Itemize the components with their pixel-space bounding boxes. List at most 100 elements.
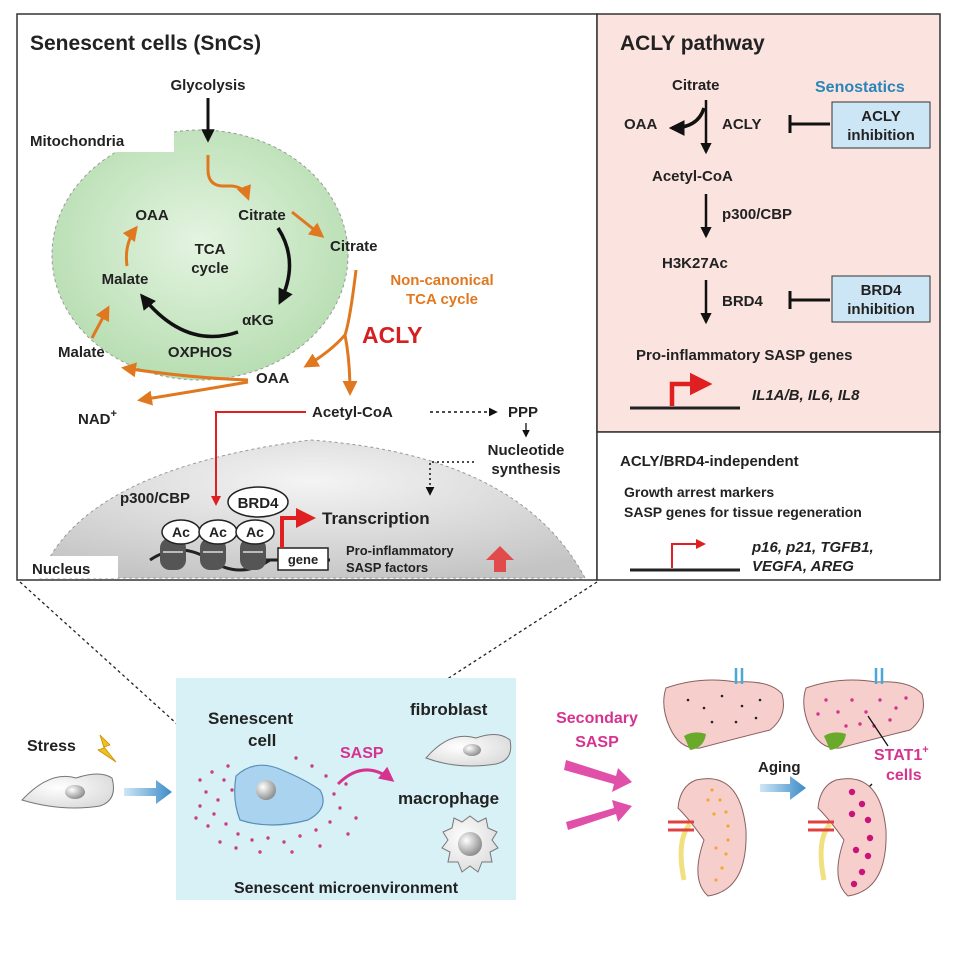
oaa-branch-arrow bbox=[668, 107, 706, 136]
malate-to-oaa-arrow bbox=[122, 225, 138, 267]
senescent-cell-nucleus bbox=[256, 780, 276, 800]
sasp-dots bbox=[194, 756, 358, 854]
tca-cycle-label-2: cycle bbox=[191, 260, 229, 277]
liver-young-dots bbox=[686, 694, 762, 724]
nucleotide-to-nucleus-arrow bbox=[425, 461, 474, 496]
liver-aged-vessel bbox=[874, 668, 884, 684]
lightning-icon bbox=[97, 734, 117, 763]
kidney-aged-vessels bbox=[808, 820, 834, 832]
liver-aged bbox=[803, 679, 924, 749]
kidney-young-ureter bbox=[678, 822, 693, 881]
secondary-sasp-arrow-1 bbox=[564, 760, 632, 792]
independent-genes-1: p16, p21, TGFB1, bbox=[751, 539, 874, 556]
acly-to-oaa-arrow bbox=[303, 334, 347, 368]
kidney-aged-ureter bbox=[818, 822, 833, 881]
acly-oaa-label: OAA bbox=[624, 116, 658, 133]
acly-inhibition-box bbox=[831, 101, 931, 149]
tca-cycle-label-1: TCA bbox=[195, 241, 226, 258]
nad-text: NAD bbox=[78, 411, 111, 428]
nad-superscript: + bbox=[111, 408, 117, 420]
independent-promoter-arrow bbox=[671, 539, 706, 568]
stat1-pointer bbox=[867, 715, 889, 747]
sasp-genes-label: Pro-inflammatory SASP genes bbox=[636, 347, 852, 364]
ac-mark-3: Ac bbox=[235, 519, 275, 545]
malate-to-mito-arrow bbox=[90, 305, 110, 339]
panel-title-acly: ACLY pathway bbox=[620, 32, 765, 55]
senescent-cell-body bbox=[234, 764, 324, 826]
brd4-label: BRD4 bbox=[238, 495, 279, 512]
kidney-young bbox=[677, 778, 747, 897]
fibroblast-label: fibroblast bbox=[410, 700, 488, 719]
acly-acetylcoa-label: Acetyl-CoA bbox=[652, 168, 733, 185]
oaa-to-nad-arrow bbox=[137, 380, 249, 406]
brd4-inhibition-label-1: BRD4 bbox=[861, 282, 902, 299]
tca-malate-label: Malate bbox=[102, 271, 149, 288]
mitochondria-label: Mitochondria bbox=[30, 133, 125, 150]
kidney-aged bbox=[817, 778, 887, 897]
acetyl-coa-label: Acetyl-CoA bbox=[312, 404, 393, 421]
secondary-sasp-arrow-2 bbox=[566, 800, 632, 830]
growth-arrest-label: Growth arrest markers bbox=[624, 484, 774, 500]
tca-citrate-label: Citrate bbox=[238, 207, 286, 224]
oxphos-label: OXPHOS bbox=[168, 344, 232, 361]
kidney-aged-dots bbox=[848, 788, 874, 888]
senescent-cell-label-1: Senescent bbox=[208, 709, 293, 728]
acly-inhibit-line bbox=[788, 115, 830, 133]
secondary-sasp-label-1: Secondary bbox=[556, 710, 638, 727]
kidney-young-vessels bbox=[668, 820, 694, 832]
senostatics-label: Senostatics bbox=[815, 79, 905, 96]
fibroblast-nucleus bbox=[463, 744, 481, 756]
gene-box bbox=[277, 547, 329, 571]
panel-title-sncs: Senescent cells (SnCs) bbox=[30, 32, 261, 55]
liver-young bbox=[663, 679, 784, 749]
nucleotide-label-1: Nucleotide bbox=[488, 442, 565, 459]
sasp-label: SASP bbox=[340, 745, 384, 762]
sasp-gene-list: IL1A/B, IL6, IL8 bbox=[752, 387, 860, 404]
acly-pathway-panel bbox=[596, 13, 941, 433]
brd4-bubble bbox=[227, 486, 289, 518]
akg-label: αKG bbox=[242, 312, 274, 329]
akg-to-malate-arrow bbox=[140, 293, 239, 339]
stat1-superscript: + bbox=[922, 744, 928, 756]
brd4-inhibit-line bbox=[788, 291, 830, 309]
sasp-factors-label-1: Pro-inflammatory bbox=[346, 543, 454, 558]
aging-label: Aging bbox=[758, 759, 801, 776]
liver-young-gallbladder bbox=[684, 732, 706, 750]
regeneration-label: SASP genes for tissue regeneration bbox=[624, 504, 862, 520]
tca-oaa-label: OAA bbox=[135, 207, 169, 224]
liver-young-vessel bbox=[734, 668, 744, 684]
cytosol-citrate-label: Citrate bbox=[330, 238, 378, 255]
sasp-factors-label-2: SASP factors bbox=[346, 560, 428, 575]
brd4-inhibition-label-2: inhibition bbox=[847, 301, 914, 318]
acly-step-label: ACLY bbox=[722, 116, 761, 133]
stat1-text: STAT1 bbox=[874, 747, 922, 764]
mitochondria-shape bbox=[51, 129, 349, 381]
svg-text:Ac: Ac bbox=[172, 524, 190, 540]
acly-brd4-label: BRD4 bbox=[722, 293, 763, 310]
ppp-label: PPP bbox=[508, 404, 538, 421]
acly-inhibition-label-1: ACLY bbox=[861, 108, 900, 125]
h3k27ac-label: H3K27Ac bbox=[662, 255, 728, 272]
citrate-to-akg-arrow bbox=[276, 227, 293, 305]
acly-split-arrow-stem bbox=[343, 269, 358, 336]
acly-inhibition-label-2: inhibition bbox=[847, 127, 914, 144]
acetylation-arrow bbox=[211, 411, 306, 506]
stress-to-senescence-arrow bbox=[124, 780, 172, 804]
noncanonical-label-2: TCA cycle bbox=[406, 291, 478, 308]
cytosol-malate-label: Malate bbox=[58, 344, 105, 361]
microenvironment-label: Senescent microenvironment bbox=[234, 880, 459, 897]
citrate-export-arrow bbox=[291, 210, 325, 238]
acly-enzyme-label: ACLY bbox=[362, 322, 423, 348]
normal-cell-nucleus bbox=[65, 785, 85, 799]
ac-mark-1: Ac bbox=[161, 519, 201, 545]
sasp-up-arrow bbox=[486, 546, 514, 572]
transcription-start-arrow bbox=[280, 508, 316, 548]
acly-p300-label: p300/CBP bbox=[722, 206, 792, 223]
noncanonical-label-1: Non-canonical bbox=[390, 272, 493, 289]
independent-panel bbox=[596, 431, 941, 581]
svg-text:Ac: Ac bbox=[246, 524, 264, 540]
secondary-sasp-label-2: SASP bbox=[575, 734, 619, 751]
independent-genes-2: VEGFA, AREG bbox=[752, 558, 854, 575]
svg-text:Ac: Ac bbox=[209, 524, 227, 540]
